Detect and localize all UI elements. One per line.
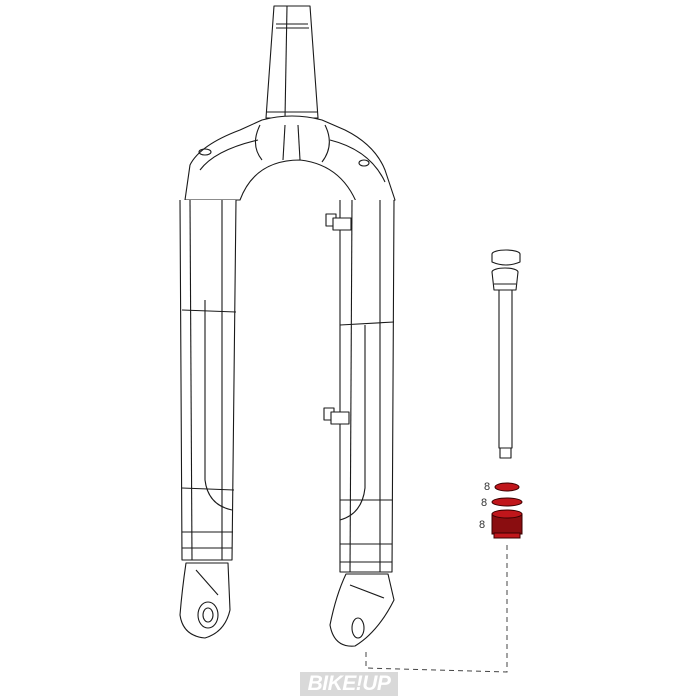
svg-text:8: 8 — [479, 519, 485, 531]
callout-labels: 8 8 8 — [479, 481, 490, 531]
right-dropout — [329, 573, 395, 647]
seal-ring-1 — [494, 482, 520, 492]
damper-seal-head — [491, 267, 519, 291]
brake-hose-guide-upper — [325, 213, 352, 231]
crown — [184, 115, 396, 213]
left-dropout — [179, 562, 231, 639]
seal-ring-2 — [491, 497, 523, 507]
highlighted-parts — [491, 482, 523, 539]
steerer-tube — [265, 5, 319, 119]
svg-text:8: 8 — [481, 497, 487, 509]
bottom-nut — [491, 509, 523, 539]
watermark-logo: BIKE!UP — [300, 672, 398, 696]
leader-line — [365, 545, 508, 673]
left-upper-leg — [179, 199, 237, 561]
brake-hose-guide-lower — [323, 407, 350, 425]
svg-text:8: 8 — [484, 481, 490, 493]
right-upper-leg — [339, 199, 395, 573]
top-cap — [491, 249, 521, 266]
damper-shaft — [498, 289, 513, 459]
